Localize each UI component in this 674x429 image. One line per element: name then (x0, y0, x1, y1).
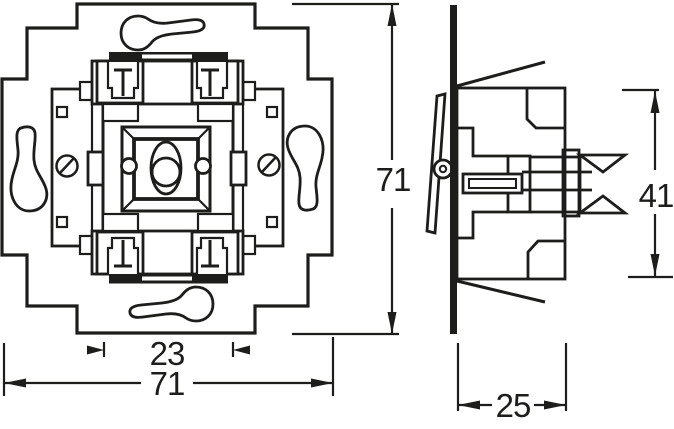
claw-blade-bottom (456, 279, 546, 304)
frame-pin-left (120, 157, 138, 175)
body-step-lower (457, 210, 508, 240)
dimension-front-height: 71 (292, 2, 411, 336)
fixing-screw-left (55, 154, 79, 178)
fork-contact-bottom (575, 194, 630, 215)
terminal-screw-symbols (114, 68, 219, 268)
claw-blade-top (456, 60, 546, 88)
rocker-frame (120, 125, 212, 213)
plate-corner-notches (55, 105, 279, 229)
dimension-body-height: 41 (622, 88, 674, 279)
dimension-label-front-width: 71 (150, 365, 185, 402)
body-notch-top (525, 88, 565, 130)
fork-contact-top (575, 153, 630, 174)
dimension-label-mount-depth: 25 (496, 387, 531, 424)
plunger-outer (461, 172, 524, 195)
claw-pivot (432, 158, 454, 180)
dimension-label-latch-width: 23 (150, 335, 185, 372)
rail-side-tabs (78, 80, 257, 256)
body-step-blocks (101, 102, 235, 233)
rocker-actuator (149, 140, 183, 196)
support-plate-edge (450, 5, 457, 334)
dimension-mount-depth: 25 (456, 343, 568, 424)
front-view (0, 2, 334, 335)
frame-pin-right (194, 157, 212, 175)
side-view (425, 5, 630, 334)
dimension-latch-width: 23 (87, 335, 250, 372)
fixing-screw-right (257, 153, 281, 177)
plunger-inner (468, 178, 517, 189)
clamp-bars (109, 52, 228, 284)
dimension-label-body-height: 41 (639, 177, 674, 214)
dimension-label-front-height: 71 (376, 161, 411, 198)
body-side-tabs (86, 150, 248, 187)
claw-pivot-center (438, 164, 448, 174)
dimension-front-width: 71 (2, 337, 335, 402)
body-step-upper (457, 126, 508, 158)
body-notch-bottom (526, 239, 565, 279)
